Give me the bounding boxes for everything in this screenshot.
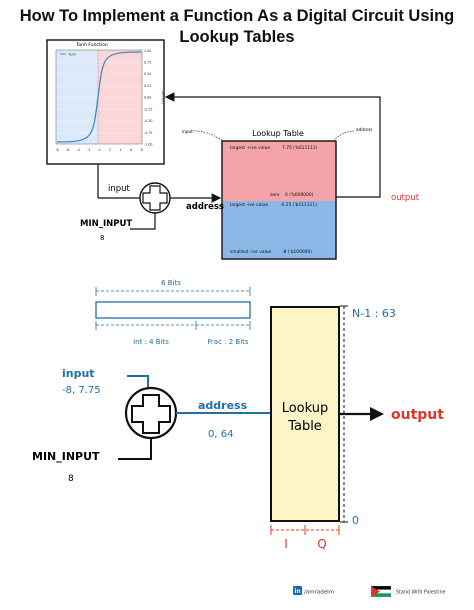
tanh-legend: Tanh <box>60 53 76 57</box>
bottom-output-arrow <box>339 407 384 421</box>
lut-row-value: 0 ('b000000) <box>285 192 314 198</box>
stand-with-palestine-text: Stand With Palestine <box>396 590 446 596</box>
bottom-adder <box>118 375 271 460</box>
arrow-right-icon <box>370 407 384 421</box>
ytick: 0.75 <box>144 61 151 65</box>
top-min-input-label: MIN_INPUT <box>80 219 132 229</box>
top-lut-title: Lookup Table <box>252 129 304 138</box>
bottom-output-label: output <box>391 407 444 423</box>
tanh-curve <box>56 51 142 143</box>
palestine-flag-icon <box>370 585 392 598</box>
top-output-label: output <box>391 193 420 203</box>
bottom-input-label: input <box>62 367 95 380</box>
ytick: 0.00 <box>144 96 151 100</box>
bottom-address-range: 0, 64 <box>208 429 233 440</box>
tanh-chart-title: Tanh Function <box>75 42 108 48</box>
bit-field: 6 Bits Int : 4 Bits Frac : 2 Bits <box>95 279 251 346</box>
xtick: -8 <box>55 148 58 152</box>
xtick: -6 <box>66 148 69 152</box>
feedback-loop <box>164 92 381 198</box>
ytick: -1.00 <box>144 143 153 147</box>
title-line-1: How To Implement a Function As a Digital… <box>19 7 455 25</box>
bottom-input-range: -8, 7.75 <box>62 385 101 396</box>
ytick: -0.50 <box>144 119 153 123</box>
tanh-y-ticks: 1.00 0.75 0.50 0.25 0.00 -0.25 -0.50 -0.… <box>144 49 153 147</box>
ytick: 0.25 <box>144 84 151 88</box>
xtick: -4 <box>77 148 80 152</box>
xtick: 4 <box>120 148 122 152</box>
ytick: 1.00 <box>144 49 151 53</box>
svg-text:Tanh: Tanh <box>67 53 76 57</box>
lut-row-value: -0.25 ('b111111) <box>280 202 317 208</box>
plus-icon <box>131 394 171 434</box>
bottom-lookup-table: Lookup Table N-1 : 63 0 I Q <box>270 305 396 551</box>
bottom-lut-label-2: Table <box>287 419 322 434</box>
int-bits-label: Int : 4 Bits <box>133 338 169 346</box>
lut-row-value: -8 ('b100000) <box>282 249 312 255</box>
bits-label: 6 Bits <box>161 279 181 287</box>
frac-bits-label: Frac : 2 Bits <box>207 338 249 346</box>
lut-top-index: N-1 : 63 <box>352 307 396 320</box>
tanh-chart: Tanh Function Tanh 1.00 0.75 0.50 0.25 0… <box>46 39 165 165</box>
bottom-address-label: address <box>198 399 248 412</box>
lut-bottom-index: 0 <box>352 514 359 527</box>
i-label: I <box>284 537 288 551</box>
linkedin-badge: in <box>294 588 300 595</box>
xtick: 2 <box>109 148 111 152</box>
xtick: 0 <box>98 148 100 152</box>
top-adder <box>97 164 222 230</box>
top-lookup-table: Lookup Table input address largest +ive … <box>182 127 372 260</box>
linkedin-handle: /amradelm <box>304 590 334 596</box>
top-lut-address-annot: address <box>356 127 372 132</box>
top-address-label: address <box>186 202 224 212</box>
tanh-x-ticks: -8 -6 -4 -2 0 2 4 6 8 <box>55 148 143 152</box>
top-input-label: input <box>108 184 131 194</box>
q-label: Q <box>317 537 326 551</box>
page-title: How To Implement a Function As a Digital… <box>0 6 474 48</box>
lut-row-value: 7.75 ('b011111) <box>282 145 318 151</box>
lut-row-label: largest -ive value <box>230 202 268 208</box>
xtick: 8 <box>141 148 143 152</box>
top-min-input-value: 8 <box>100 234 104 242</box>
tanh-y-label: Tanh(x) <box>161 89 165 104</box>
linkedin-link[interactable]: in /amradelm <box>293 586 334 596</box>
ytick: -0.75 <box>144 131 153 135</box>
title-line-2: Lookup Tables <box>179 28 295 46</box>
ytick: 0.50 <box>144 72 151 76</box>
lut-row-label: smallest -ive value <box>230 249 272 255</box>
bottom-min-input-label: MIN_INPUT <box>32 450 100 463</box>
bottom-lut-label-1: Lookup <box>282 401 329 416</box>
top-lut-input-annot: input <box>182 129 193 134</box>
xtick: 6 <box>130 148 132 152</box>
plus-icon <box>142 185 168 211</box>
linkedin-icon <box>293 586 302 595</box>
lut-row-label: zero <box>270 192 280 198</box>
lut-row-label: largest +ive value <box>230 145 270 151</box>
xtick: -2 <box>87 148 90 152</box>
bottom-min-input-value: 8 <box>68 474 74 484</box>
ytick: -0.25 <box>144 108 153 112</box>
